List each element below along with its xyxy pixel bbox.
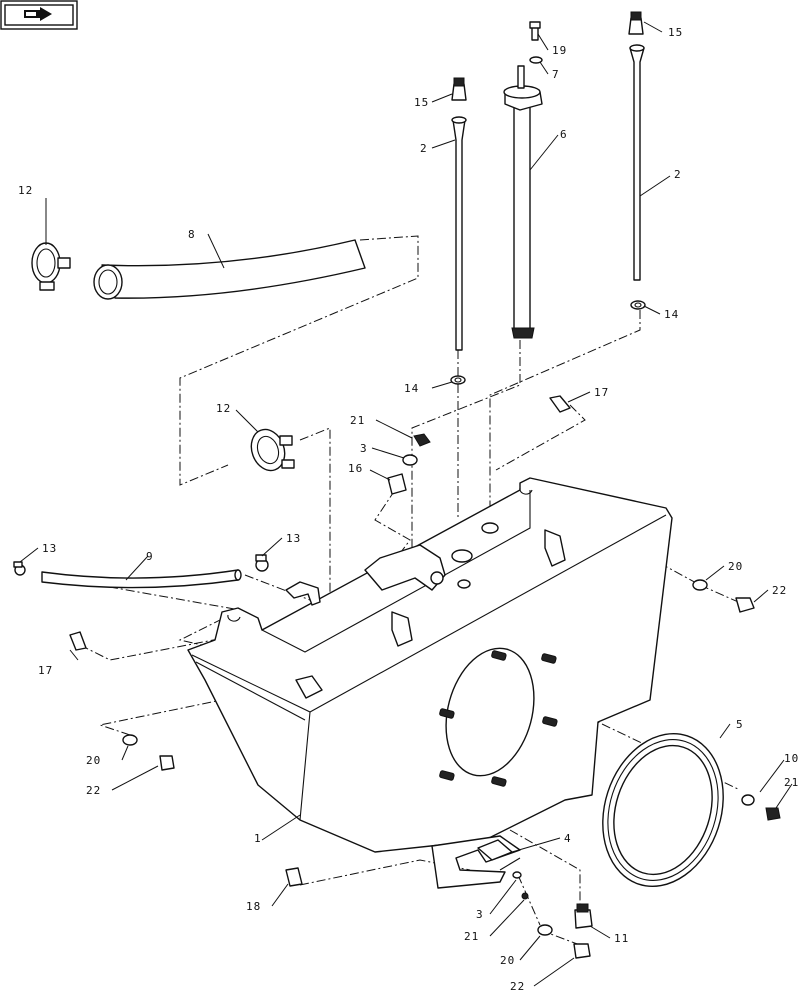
callout-6: 6 — [560, 128, 568, 141]
callout-21-right: 21 — [784, 776, 799, 789]
callout-18: 18 — [246, 900, 261, 913]
callout-19: 19 — [552, 44, 567, 57]
callout-20-left: 20 — [86, 754, 101, 767]
callout-14-right: 14 — [664, 308, 679, 321]
callout-22-bottom: 22 — [510, 980, 525, 993]
callout-13-left: 13 — [42, 542, 57, 555]
fuel-tank — [187, 477, 673, 889]
callout-3-bottom: 3 — [476, 908, 484, 921]
tube-right — [629, 44, 645, 281]
callout-3-top: 3 — [360, 442, 368, 455]
callout-22-left: 22 — [86, 784, 101, 797]
callout-17-left: 17 — [38, 664, 53, 677]
callout-20-right: 20 — [728, 560, 743, 573]
hose-9 — [41, 569, 242, 589]
callout-2-left: 2 — [420, 142, 428, 155]
callout-17-right: 17 — [594, 386, 609, 399]
callout-12-upper: 12 — [18, 184, 33, 197]
navigation-arrow-icon[interactable] — [0, 0, 78, 30]
hardware — [69, 11, 781, 959]
level-sender — [503, 65, 543, 339]
callout-21-top: 21 — [350, 414, 365, 427]
callout-9: 9 — [146, 550, 154, 563]
callout-16: 16 — [348, 462, 363, 475]
clamp-13-right — [255, 554, 269, 572]
callout-8: 8 — [188, 228, 196, 241]
callout-22-right: 22 — [772, 584, 787, 597]
callout-13-right: 13 — [286, 532, 301, 545]
hose-8 — [93, 239, 366, 300]
tube-left — [451, 116, 467, 351]
clamp-13-left — [13, 561, 26, 576]
callout-2-right: 2 — [674, 168, 682, 181]
callout-12-lower: 12 — [216, 402, 231, 415]
callout-5: 5 — [736, 718, 744, 731]
callout-4: 4 — [564, 832, 572, 845]
leader-lines — [19, 21, 793, 987]
callout-15-left: 15 — [414, 96, 429, 109]
callout-20-bottom: 20 — [500, 954, 515, 967]
callout-labels: 19 7 15 15 2 6 2 12 8 14 14 17 12 21 3 1… — [18, 26, 799, 993]
callout-10: 10 — [784, 752, 799, 765]
callout-1: 1 — [254, 832, 262, 845]
callout-11: 11 — [614, 932, 629, 945]
callout-15-right: 15 — [668, 26, 683, 39]
callout-14-left: 14 — [404, 382, 419, 395]
clamp-12-lower — [250, 428, 295, 472]
clamp-12-upper — [31, 242, 71, 291]
gasket-ring — [602, 732, 724, 888]
callout-7: 7 — [552, 68, 560, 81]
callout-21-bottom: 21 — [464, 930, 479, 943]
